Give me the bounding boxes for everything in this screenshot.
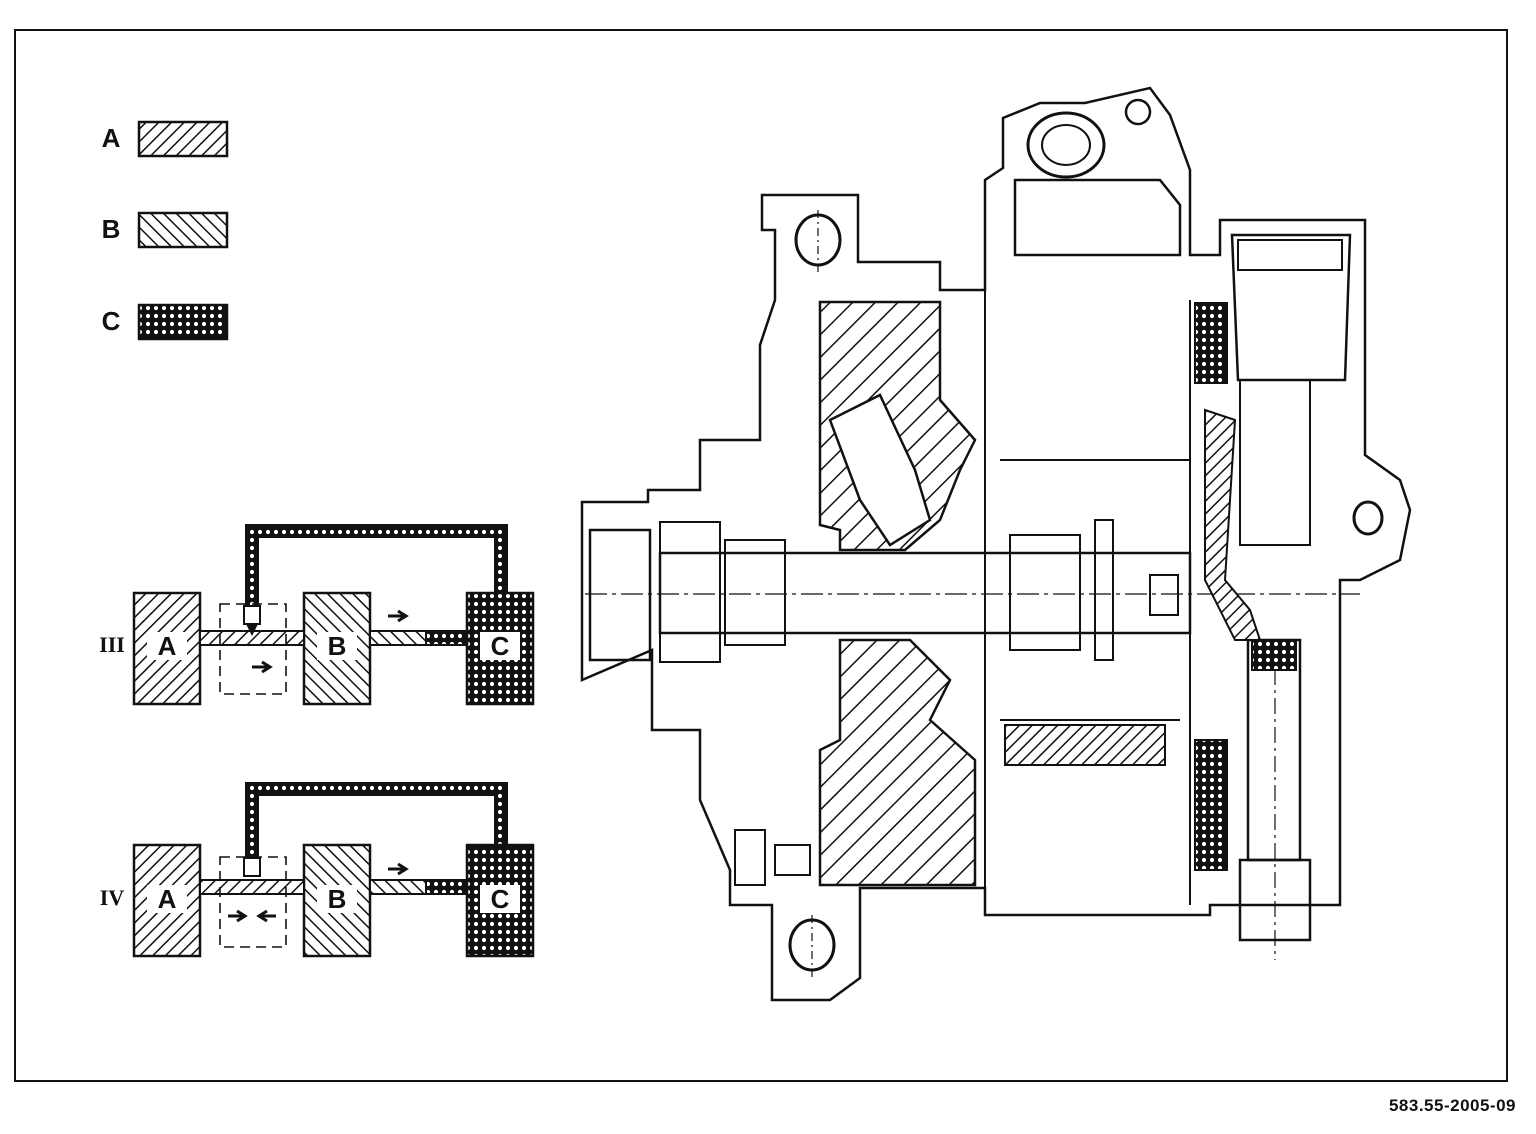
pump-cross-section — [580, 86, 1412, 1002]
schematic-iv — [132, 782, 535, 958]
schematic-iii — [132, 524, 535, 706]
seal-lower — [1194, 739, 1228, 871]
schematic-iv-label: IV — [99, 885, 125, 910]
legend-letter-b: B — [101, 214, 121, 244]
piston-block — [828, 393, 932, 547]
schematic-iv-block-a: A — [147, 885, 187, 913]
figure-code: 583.55-2005-09 — [1388, 1096, 1516, 1115]
spring-pack — [1004, 724, 1166, 766]
legend-swatch-a — [137, 120, 229, 158]
schematic-iii-block-c: C — [480, 632, 520, 660]
schematic-iii-label: III — [99, 632, 125, 657]
legend-letter-c: C — [101, 306, 121, 336]
schematic-iii-block-b: B — [317, 632, 357, 660]
valve-spool — [1251, 639, 1297, 671]
legend-swatch-b — [137, 211, 229, 249]
schematic-iii-block-a: A — [147, 632, 187, 660]
housing-hatch-right — [1204, 408, 1262, 641]
swash-plate-lower — [818, 638, 977, 887]
legend-letter-a: A — [101, 123, 121, 153]
seal-upper — [1194, 302, 1228, 384]
legend-swatch-c — [137, 303, 229, 341]
schematic-iv-block-b: B — [317, 885, 357, 913]
schematic-iv-block-c: C — [480, 885, 520, 913]
figure-frame — [14, 29, 1508, 1082]
